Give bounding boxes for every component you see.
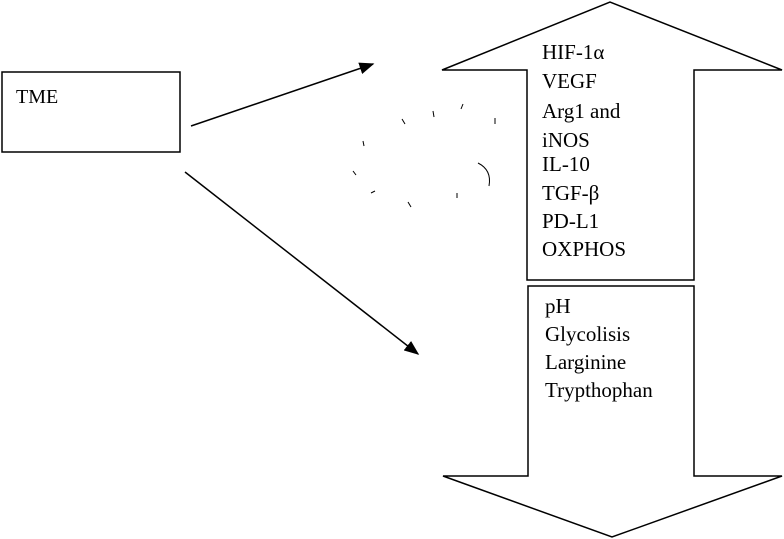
decrease-list: pH Glycolisis Larginine Trypthophan [545, 294, 653, 402]
increase-arrow-shape [441, 1, 783, 281]
increase-item: IL-10 [542, 152, 590, 176]
arrow-to-increase [190, 62, 375, 127]
decrease-item: Larginine [545, 350, 626, 374]
increase-item: iNOS [542, 128, 590, 152]
decrease-arrow: pH Glycolisis Larginine Trypthophan [442, 285, 783, 538]
arrow-to-decrease [184, 171, 420, 355]
scatter-marks [352, 103, 496, 208]
tme-label: TME [16, 86, 58, 108]
increase-item: PD-L1 [542, 209, 599, 233]
increase-item: Arg1 and [542, 99, 621, 123]
increase-item: VEGF [542, 69, 597, 93]
decrease-item: Glycolisis [545, 322, 630, 346]
increase-item: TGF-β [542, 181, 599, 205]
decrease-item: Trypthophan [545, 378, 653, 402]
increase-item: OXPHOS [542, 237, 626, 261]
tme-box: TME [1, 71, 181, 153]
decrease-arrow-shape [442, 285, 783, 538]
increase-arrow: HIF-1α VEGF Arg1 and iNOS IL-10 TGF-β PD… [441, 1, 783, 281]
increase-item: HIF-1α [542, 40, 604, 64]
increase-list: HIF-1α VEGF Arg1 and iNOS IL-10 TGF-β PD… [542, 40, 626, 261]
decrease-item: pH [545, 294, 571, 318]
